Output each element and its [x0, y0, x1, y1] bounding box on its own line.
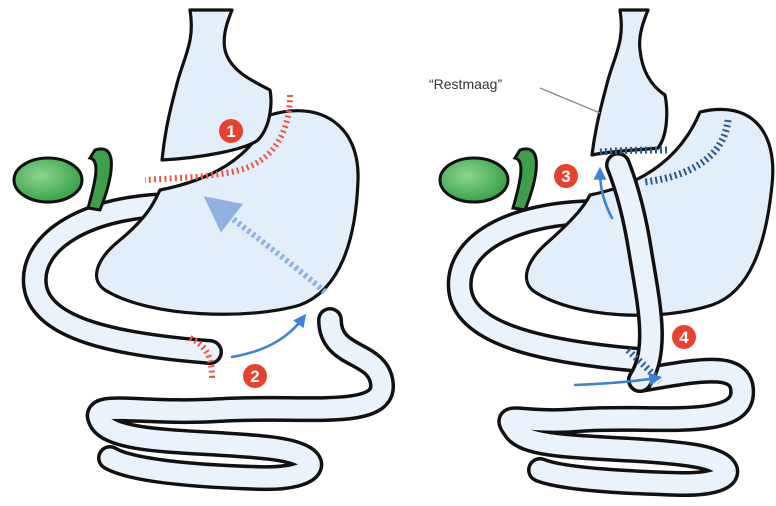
left-gallbladder	[14, 149, 111, 210]
svg-text:2: 2	[250, 367, 259, 386]
right-esophagus-pouch	[592, 10, 667, 155]
left-esophagus-pouch	[162, 10, 271, 160]
right-small-intestine	[510, 371, 742, 484]
svg-text:1: 1	[226, 122, 235, 141]
right-gallbladder	[440, 149, 536, 210]
right-panel: “Restmaag” 3 4	[429, 10, 773, 484]
marker-2: 2	[243, 364, 267, 388]
svg-text:4: 4	[679, 328, 689, 347]
left-panel: 1 2	[14, 10, 382, 478]
left-flow-arrow	[232, 318, 303, 357]
restmaag-label: “Restmaag”	[429, 76, 502, 92]
svg-text:3: 3	[561, 167, 570, 186]
restmaag-callout: “Restmaag”	[429, 76, 600, 113]
marker-1: 1	[219, 119, 243, 143]
marker-3: 3	[554, 164, 578, 188]
marker-4: 4	[672, 325, 696, 349]
